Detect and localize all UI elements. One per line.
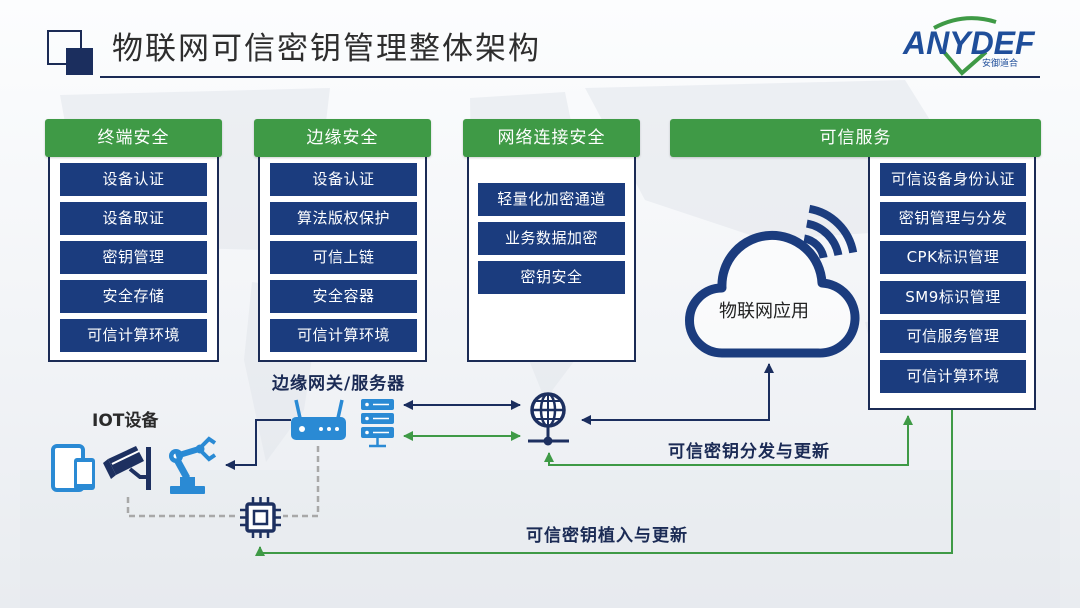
key-injection-label: 可信密钥植入与更新 — [526, 526, 688, 546]
logo-subtitle: 安御道合 — [982, 59, 1019, 69]
feature-item: SM9标识管理 — [880, 281, 1026, 314]
title-square-filled — [66, 48, 93, 75]
feature-item: 安全容器 — [270, 280, 417, 313]
edge-gateway-label: 边缘网关/服务器 — [272, 374, 406, 394]
column-header: 终端安全 — [45, 119, 222, 157]
feature-item: 可信服务管理 — [880, 320, 1026, 353]
title-underline — [100, 76, 1040, 78]
column-edge-security: 边缘安全 设备认证 算法版权保护 可信上链 安全容器 可信计算环境 — [254, 119, 431, 362]
feature-item: 可信上链 — [270, 241, 417, 274]
key-distribution-label: 可信密钥分发与更新 — [668, 442, 830, 462]
feature-item: 密钥安全 — [478, 261, 625, 294]
column-header: 边缘安全 — [254, 119, 431, 157]
cloud-label: 物联网应用 — [719, 301, 809, 322]
logo-text: ANYDEF — [903, 25, 1035, 61]
slide-title: 物联网可信密钥管理整体架构 — [112, 31, 541, 67]
feature-item: 可信计算环境 — [880, 360, 1026, 393]
column-network-security: 网络连接安全 轻量化加密通道 业务数据加密 密钥安全 — [463, 119, 640, 362]
feature-item: 安全存储 — [60, 280, 207, 313]
feature-item: 设备取证 — [60, 202, 207, 235]
feature-item: CPK标识管理 — [880, 241, 1026, 274]
column-trusted-services: 可信服务 可信设备身份认证 密钥管理与分发 CPK标识管理 SM9标识管理 可信… — [670, 119, 1041, 410]
feature-item: 可信设备身份认证 — [880, 163, 1026, 196]
feature-item: 密钥管理 — [60, 241, 207, 274]
feature-item: 可信计算环境 — [270, 319, 417, 352]
column-header: 可信服务 — [670, 119, 1041, 157]
column-header: 网络连接安全 — [463, 119, 640, 157]
feature-item: 算法版权保护 — [270, 202, 417, 235]
feature-item: 密钥管理与分发 — [880, 202, 1026, 235]
feature-item: 业务数据加密 — [478, 222, 625, 255]
column-terminal-security: 终端安全 设备认证 设备取证 密钥管理 安全存储 可信计算环境 — [45, 119, 222, 362]
feature-item: 可信计算环境 — [60, 319, 207, 352]
feature-item: 轻量化加密通道 — [478, 183, 625, 216]
feature-item: 设备认证 — [270, 163, 417, 196]
feature-item: 设备认证 — [60, 163, 207, 196]
title-square-outline — [47, 30, 82, 65]
iot-devices-label: IOT设备 — [92, 411, 159, 431]
